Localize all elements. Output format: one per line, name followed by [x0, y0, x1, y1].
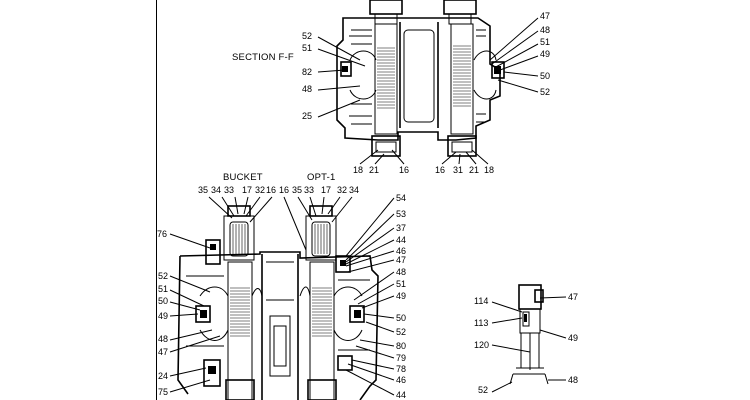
- part-label: 34: [211, 185, 222, 195]
- bucket-opt1-leaders: [169, 196, 395, 396]
- part-label: 50: [158, 296, 169, 306]
- part-label: 52: [478, 385, 489, 395]
- part-label: 52: [540, 87, 551, 97]
- part-label: 17: [242, 185, 253, 195]
- part-label: 48: [540, 25, 551, 35]
- part-label: 33: [224, 185, 235, 195]
- part-label: 44: [396, 235, 407, 245]
- part-label: 120: [474, 340, 490, 350]
- part-label: 50: [540, 71, 551, 81]
- part-label: 18: [353, 165, 364, 175]
- part-label: 16: [266, 185, 277, 195]
- part-label: 49: [540, 49, 551, 59]
- part-label: 21: [469, 165, 480, 175]
- part-label: 49: [158, 311, 169, 321]
- part-label: 54: [396, 193, 407, 203]
- part-label: 16: [399, 165, 410, 175]
- part-label: 52: [302, 31, 313, 41]
- part-label: 78: [396, 364, 407, 374]
- part-label: 25: [302, 111, 313, 121]
- part-label: 34: [349, 185, 360, 195]
- part-label: 49: [568, 333, 579, 343]
- part-label: 31: [453, 165, 464, 175]
- part-label: 44: [396, 390, 407, 400]
- detail-assembly: [491, 284, 567, 393]
- part-label: 82: [302, 67, 313, 77]
- part-label: 32: [255, 185, 266, 195]
- part-label: 52: [396, 327, 407, 337]
- part-label: 35: [292, 185, 303, 195]
- part-label: 51: [302, 43, 313, 53]
- part-label: 48: [568, 375, 579, 385]
- part-label: 79: [396, 353, 407, 363]
- part-label: 49: [396, 291, 407, 301]
- part-label: 18: [484, 165, 495, 175]
- part-label: 48: [302, 84, 313, 94]
- part-label: 37: [396, 223, 407, 233]
- part-label: 51: [158, 284, 169, 294]
- part-label: 51: [396, 279, 407, 289]
- part-label: 52: [158, 271, 169, 281]
- part-label: 75: [158, 387, 169, 397]
- part-label: 53: [396, 209, 407, 219]
- part-label: 21: [369, 165, 380, 175]
- section-ff-title: SECTION F-F: [232, 52, 294, 63]
- part-label: 33: [304, 185, 315, 195]
- part-label: 32: [337, 185, 348, 195]
- part-label: 16: [279, 185, 290, 195]
- part-label: 47: [396, 255, 407, 265]
- part-label: 16: [435, 165, 446, 175]
- part-label: 48: [396, 267, 407, 277]
- part-label: 35: [198, 185, 209, 195]
- part-label: 113: [474, 318, 489, 328]
- part-label: 47: [158, 347, 169, 357]
- bucket-title: BUCKET: [223, 172, 263, 183]
- section-ff-leaders: [317, 17, 539, 165]
- part-label: 47: [568, 292, 579, 302]
- part-label: 46: [396, 375, 407, 385]
- part-label: 114: [474, 296, 489, 306]
- part-label: 76: [157, 229, 168, 239]
- part-label: 17: [321, 185, 332, 195]
- part-label: 46: [396, 246, 407, 256]
- part-label: 50: [396, 313, 407, 323]
- section-ff-body: [336, 0, 505, 157]
- part-label: 48: [158, 334, 169, 344]
- part-label: 47: [540, 11, 551, 21]
- part-label: 24: [158, 371, 169, 381]
- bucket-opt1-body: [177, 205, 379, 400]
- opt1-title: OPT-1: [307, 172, 336, 183]
- sheet-border-line: [156, 0, 157, 400]
- part-label: 80: [396, 341, 407, 351]
- part-label: 51: [540, 37, 551, 47]
